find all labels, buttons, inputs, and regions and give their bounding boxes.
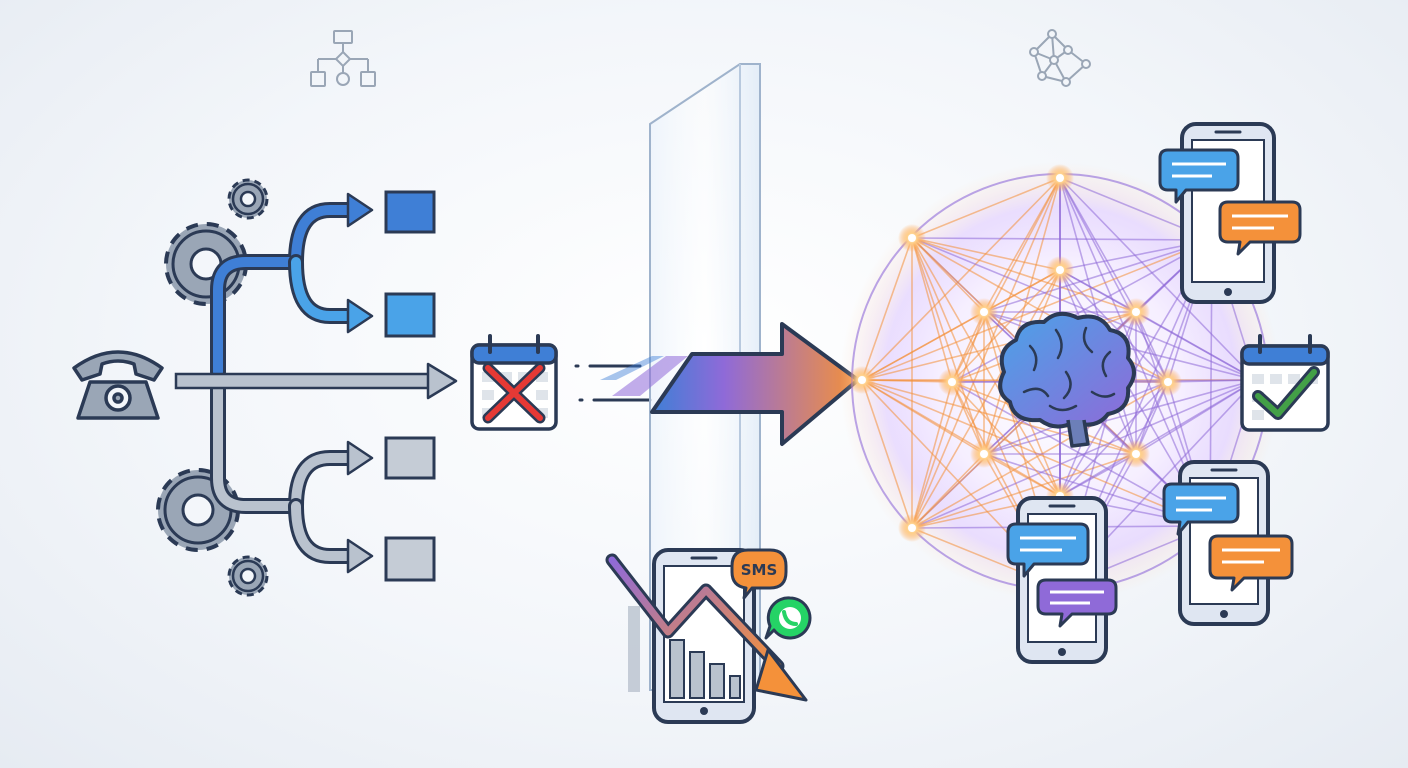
network-node [908,234,916,242]
rotary-phone-icon [72,350,164,420]
network-node [980,450,988,458]
network-link [911,237,1213,241]
branch-arrowhead [346,298,374,334]
network-link [911,269,1061,529]
chat-bubble-icon [1208,534,1294,592]
network-link [951,239,1213,383]
flowchart-icon [310,30,376,87]
network-link [861,177,1061,381]
network-link [911,177,1061,529]
outcome-box [384,536,436,582]
branch-arrowhead [346,538,374,574]
network-link [911,237,953,383]
network-link [861,379,913,529]
sms-label: SMS [741,561,778,579]
calendar-x-icon [470,334,558,431]
outcome-box [384,190,436,234]
gear-icon [227,178,269,220]
network-node [1132,450,1140,458]
network-node [980,308,988,316]
network-link [911,381,953,529]
network-node [1056,174,1064,182]
chat-bubble-icon [1162,482,1240,536]
chat-bubble-icon [1218,200,1302,256]
network-link [951,381,1061,497]
network-link [911,453,1137,529]
calendar-check-icon [1240,334,1330,432]
network-link [951,269,1061,383]
branch-arrowhead [346,440,374,476]
network-link [1059,453,1137,497]
main-flow-arrow [174,362,458,400]
whatsapp-icon [764,596,812,640]
network-link [1059,177,1257,381]
network-link [983,239,1213,313]
network-node [1056,266,1064,274]
network-node [908,524,916,532]
transition-arrow [600,322,860,446]
network-node [1164,378,1172,386]
chat-bubble-icon [1006,522,1090,578]
outcome-box [384,436,436,480]
gear-icon [227,555,269,597]
motion-lines [574,364,652,402]
network-link [1059,269,1169,383]
network-node [858,376,866,384]
flow-branch-gray [210,380,358,564]
network-node [948,378,956,386]
network-link [911,177,1061,239]
flow-branch-blue [210,202,358,380]
network-link [1059,381,1169,497]
network-link [911,237,1137,313]
network-link [1059,269,1137,313]
outcome-box [384,292,436,338]
network-link [861,311,985,381]
network-link [951,177,1061,383]
declining-chart-icon [605,553,808,702]
network-link [861,379,1211,527]
brain-icon [998,311,1136,448]
sms-badge: SMS [730,548,788,600]
network-link [911,453,985,529]
network-link [861,379,1061,497]
chat-bubble-icon [1036,578,1118,628]
network-link [1135,311,1257,381]
network-link [983,453,1061,497]
network-link [911,237,1061,271]
network-link [861,237,913,381]
network-link [983,269,1061,313]
branch-arrowhead [346,192,374,228]
network-link [911,311,985,529]
network-node [1132,308,1140,316]
network-icon [1029,29,1091,87]
chat-bubble-icon [1158,148,1240,204]
